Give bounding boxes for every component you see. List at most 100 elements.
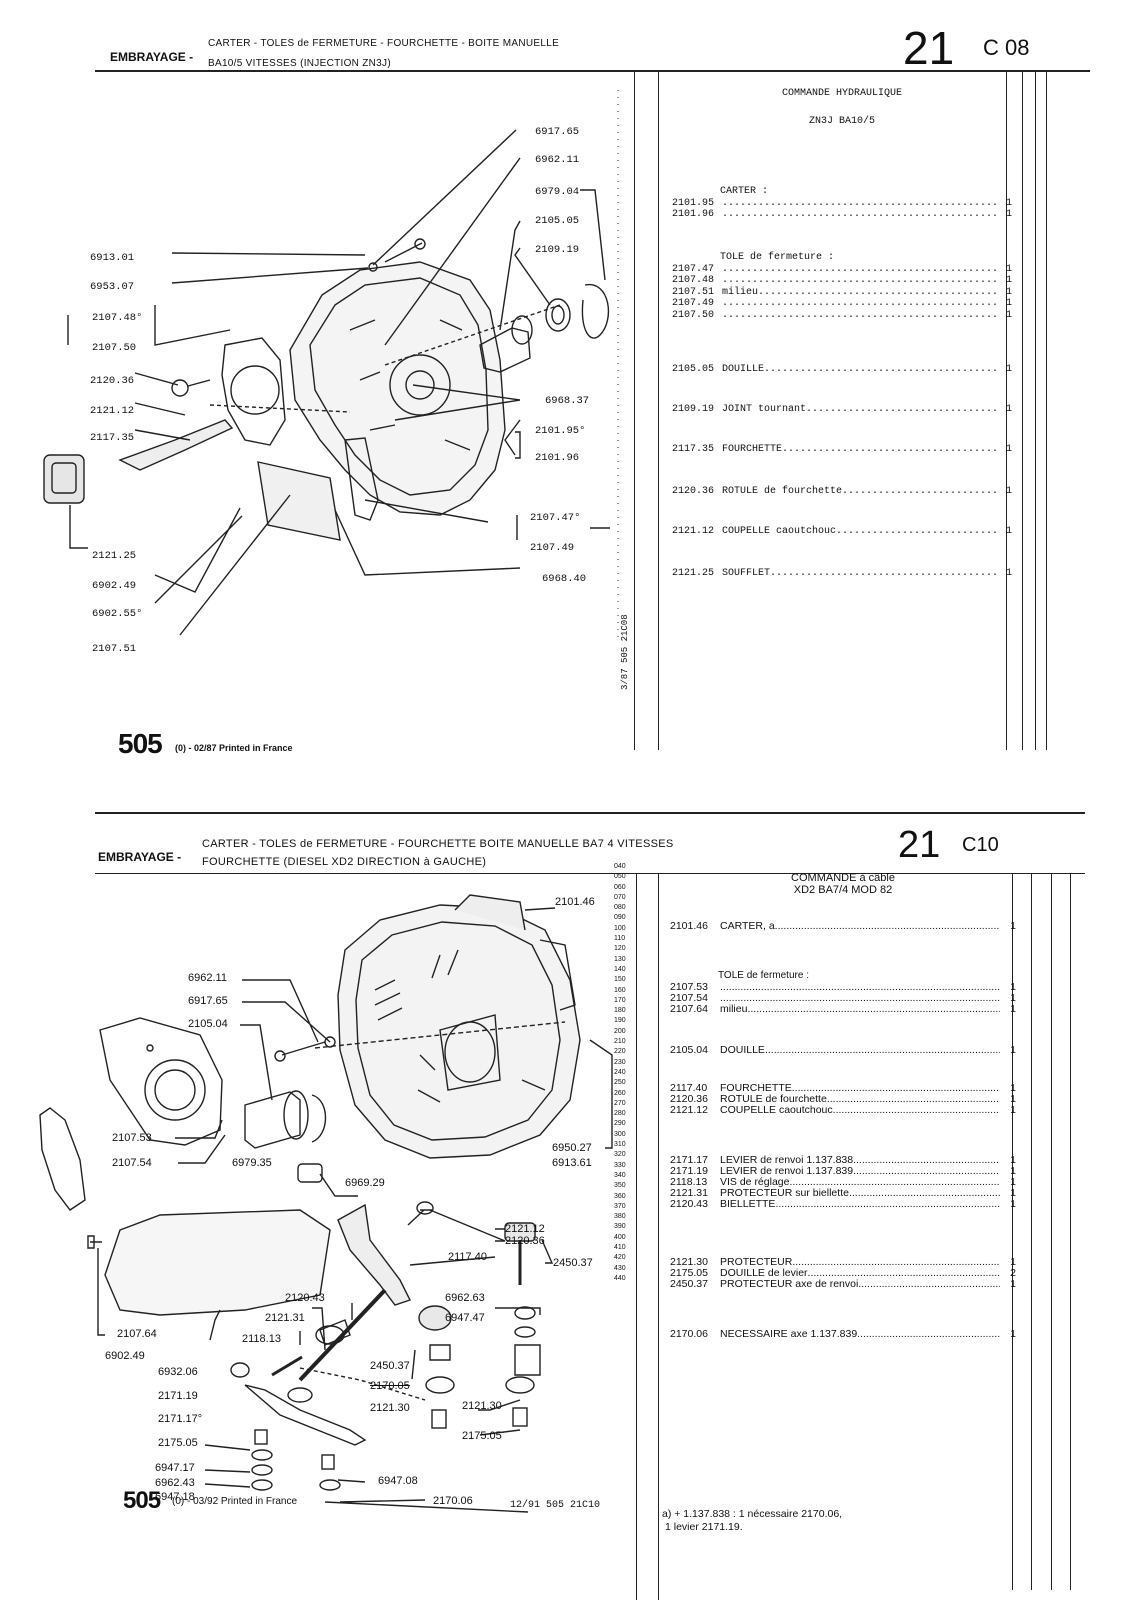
callout: 6968.37 — [545, 395, 590, 407]
part-qty: 1 — [1005, 209, 1012, 220]
footnote-line: 1 levier 2171.19. — [665, 1521, 743, 1533]
part-row: 2109.19 JOINT tournant...................… — [672, 404, 1012, 416]
column-rule — [1051, 874, 1052, 1590]
parts-list-subtitle: ZN3J BA10/5 — [808, 116, 875, 127]
scale-tick: 170 — [614, 996, 626, 1004]
callout: 2105.05 — [535, 215, 580, 227]
callout: 2121.30 — [462, 1400, 502, 1412]
print-info: (0) - 03/92 Printed in France — [172, 1496, 298, 1507]
part-qty: 1 — [1010, 1328, 1016, 1340]
model-number: 505 — [123, 1487, 161, 1514]
callout: 2175.05 — [158, 1437, 198, 1449]
part-qty: 1 — [1005, 526, 1012, 537]
part-qty: 1 — [1010, 1256, 1016, 1268]
sheet-title: CARTER - TOLES de FERMETURE - FOURCHETTE… — [208, 38, 560, 49]
part-label: PROTECTEUR sur biellette — [720, 1187, 849, 1199]
scale-tick: 380 — [614, 1213, 626, 1221]
part-qty: 1 — [1010, 1154, 1016, 1166]
scale-tick: 410 — [614, 1243, 626, 1251]
callout: 6917.65 — [535, 126, 580, 138]
part-label: DOUILLE — [722, 364, 765, 375]
leader-dots: ........................................… — [792, 1256, 1000, 1268]
exploded-view-drawing — [43, 90, 619, 640]
group-number: 21 — [903, 22, 955, 74]
part-label: milieu — [720, 1003, 748, 1015]
scale-tick: 160 — [614, 986, 626, 994]
part-ref: 2107.64 — [670, 1003, 708, 1015]
part-qty: 1 — [1010, 1198, 1016, 1210]
callout: 6947.08 — [378, 1475, 418, 1487]
part-label: JOINT tournant — [722, 404, 807, 415]
callout: 2120.43 — [285, 1292, 325, 1304]
part-ref: 2121.12 — [670, 1104, 708, 1116]
scale-tick: 330 — [614, 1161, 626, 1169]
column-rule — [1022, 72, 1023, 750]
callout: 2117.35 — [90, 432, 135, 444]
scale-tick: 250 — [614, 1079, 626, 1087]
callout: 2121.12 — [90, 405, 135, 417]
scale-tick: 070 — [614, 893, 626, 901]
part-label: milieu — [722, 286, 759, 298]
parts-divider — [658, 874, 659, 1600]
scale-tick: 430 — [614, 1264, 626, 1272]
scale-tick: 140 — [614, 965, 626, 973]
callout: 2120.36 — [90, 375, 135, 387]
catalog-sheet-c10: EMBRAYAGE - CARTER - TOLES de FERMETURE … — [0, 790, 1131, 1600]
column-rule — [1070, 874, 1071, 1590]
parts-group-heading: TOLE de fermeture : — [720, 252, 835, 263]
section-label: EMBRAYAGE - — [110, 50, 194, 64]
part-row: 2107.54.................................… — [670, 992, 1016, 1004]
part-qty: 1 — [1005, 275, 1012, 286]
scale-tick: 090 — [614, 914, 626, 922]
leader-dots: ........................................… — [857, 1328, 1000, 1340]
scale-tick: 270 — [614, 1099, 626, 1107]
leader-dots: ........................................… — [774, 920, 1000, 932]
scale-tick: 310 — [614, 1141, 626, 1149]
print-info: (0) - 02/87 Printed in France — [175, 743, 293, 753]
part-ref: 2107.51 — [672, 286, 715, 298]
part-label: NECESSAIRE axe 1.137.839 — [720, 1328, 858, 1340]
callout: 2107.64 — [117, 1328, 157, 1340]
scale-tick: 220 — [614, 1048, 626, 1056]
scale-tick: 060 — [614, 883, 626, 891]
part-ref: 2107.54 — [670, 992, 708, 1004]
part-label: LEVIER de renvoi 1.137.839 — [720, 1165, 854, 1177]
callout: 6979.04 — [535, 186, 580, 198]
part-ref: 2117.40 — [670, 1082, 708, 1094]
callout: 2101.46 — [555, 896, 595, 908]
callout: 2170.05 — [370, 1380, 410, 1392]
scale-tick: 080 — [614, 904, 626, 912]
part-qty: 1 — [1010, 1003, 1016, 1015]
callout: 6950.27 — [552, 1142, 592, 1154]
part-qty: 1 — [1010, 1187, 1016, 1199]
leader-dots: ........................................… — [836, 526, 996, 537]
scale-tick: 350 — [614, 1182, 626, 1190]
scale-tick: 050 — [614, 873, 626, 881]
column-rule — [1031, 874, 1032, 1590]
part-label: DOUILLE de levier — [720, 1267, 808, 1279]
callout: 2107.48° — [92, 312, 143, 324]
leader-dots: ........................................… — [722, 309, 996, 321]
part-ref: 2170.06 — [670, 1328, 708, 1340]
part-ref: 2107.53 — [670, 981, 708, 993]
part-row: 2107.48.................................… — [672, 275, 1012, 287]
part-ref: 2117.35 — [672, 444, 715, 455]
parts-list-subtitle: XD2 BA7/4 MOD 82 — [793, 884, 893, 896]
footnote-line: a) + 1.137.838 : 1 nécessaire 2170.06, — [662, 1508, 843, 1520]
leader-dots: ........................................… — [807, 1267, 1000, 1279]
scale-tick: 390 — [614, 1223, 626, 1231]
callout: 2107.51 — [92, 643, 137, 655]
leader-dots: ........................................… — [806, 404, 996, 415]
part-row: 2101.96.................................… — [672, 209, 1012, 221]
leader-dots: ........................................… — [832, 1104, 1000, 1116]
column-rule — [1035, 72, 1036, 750]
part-ref: 2121.30 — [670, 1256, 708, 1268]
part-label: PROTECTEUR axe de renvoi — [720, 1278, 859, 1290]
part-ref: 2109.19 — [672, 404, 715, 415]
callout: 2120.36 — [505, 1235, 545, 1247]
